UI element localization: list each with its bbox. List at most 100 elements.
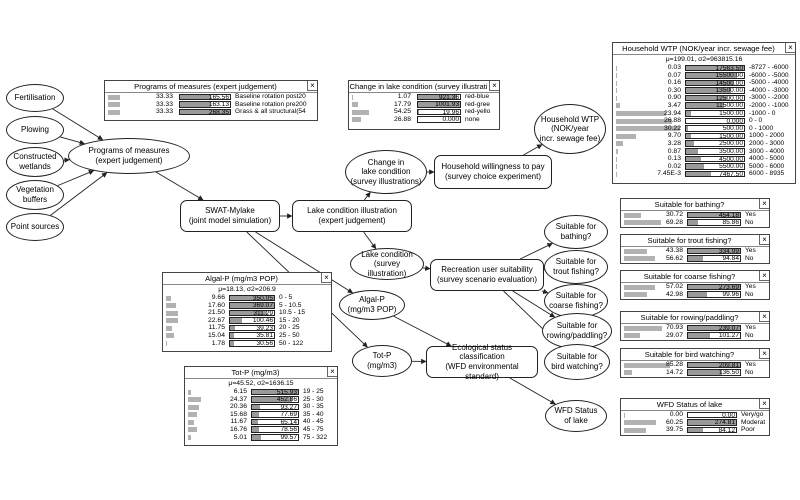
node-lake-condition[interactable]: Lake condition (survey illustration) — [350, 248, 424, 280]
node-ecological-status-classification[interactable]: Ecological status classification (WFD en… — [426, 343, 538, 381]
node-recreation-user-suitability[interactable]: Recreation user suitability (survey scen… — [430, 259, 544, 291]
value-text: 7467.50 — [719, 170, 743, 178]
value-fill — [688, 427, 703, 433]
close-icon[interactable]: × — [327, 367, 337, 377]
edge-lake_cond-to-recreation — [422, 265, 431, 271]
monitor-change-in-lake-condition[interactable]: Change in lake condition (survey illustr… — [348, 80, 500, 130]
value-cell: 500.00 — [685, 125, 745, 132]
monitor-programs-of-measures[interactable]: Programs of measures (expert judgement)×… — [104, 80, 318, 121]
node-suitable-bird-watching[interactable]: Suitable for bird watching? — [544, 344, 610, 380]
value-fill — [688, 292, 708, 297]
value-cell: 17563.50 — [685, 64, 745, 72]
value-cell: 65.14 — [251, 418, 299, 426]
close-icon[interactable]: × — [759, 199, 769, 209]
probability-bar — [352, 94, 353, 100]
value-cell: 350.05 — [229, 294, 275, 302]
value-text: 94.84 — [722, 255, 739, 262]
state-label: 25 - 50 — [279, 331, 300, 339]
probability-bar — [352, 109, 370, 115]
probability-value: 0.13 — [667, 155, 681, 163]
close-icon[interactable]: × — [785, 43, 795, 53]
value-fill — [686, 149, 698, 154]
value-text: 273.69 — [718, 283, 739, 291]
node-household-wtp[interactable]: Household WTP (NOK/year incr. sewage fee… — [534, 104, 606, 154]
node-fertilisation[interactable]: Fertilisation — [6, 84, 64, 112]
node-tot-p[interactable]: Tot-P (mg/m3) — [352, 345, 412, 377]
value-fill — [688, 370, 722, 375]
value-fill — [688, 256, 703, 261]
value-text: 452.86 — [276, 396, 297, 403]
close-icon[interactable]: × — [759, 271, 769, 281]
node-change-in-lake-condition[interactable]: Change in lake condition (survey illustr… — [345, 150, 427, 194]
close-icon[interactable]: × — [759, 349, 769, 359]
value-cell: 3500.00 — [685, 148, 745, 155]
node-label: Suitable for trout fishing? — [553, 257, 599, 276]
node-suitable-rowing-paddling[interactable]: Suitable for rowing/paddling? — [542, 313, 612, 349]
monitor-title: Household WTP (NOK/year incr. sewage fee… — [613, 43, 795, 55]
value-text: 209.81 — [718, 361, 739, 369]
probability-bar — [624, 248, 648, 254]
value-fill — [418, 102, 460, 107]
close-icon[interactable]: × — [321, 273, 331, 283]
value-cell: 165.56 — [179, 93, 231, 101]
node-swat-mylake[interactable]: SWAT-Mylake (joint model simulation) — [180, 200, 280, 232]
probability-value: 9.70 — [667, 132, 681, 140]
value-fill — [686, 73, 738, 78]
close-icon[interactable]: × — [759, 399, 769, 409]
probability-value: 1.07 — [397, 93, 411, 100]
value-text: 334.99 — [718, 247, 739, 255]
value-fill — [230, 333, 235, 339]
close-icon[interactable]: × — [759, 312, 769, 322]
probability-bar — [352, 117, 361, 123]
state-label: Yes — [745, 283, 756, 290]
node-household-willingness[interactable]: Household willingness to pay (survey cho… — [434, 155, 552, 189]
node-vegetation-buffers[interactable]: Vegetation buffers — [6, 180, 64, 210]
probability-value: 33.33 — [155, 93, 173, 100]
probability-value: 43.38 — [665, 247, 683, 254]
node-suitable-trout-fishing[interactable]: Suitable for trout fishing? — [544, 250, 608, 284]
probability-value: 20.36 — [229, 403, 247, 411]
node-lake-condition-illustration[interactable]: Lake condition illustration (expert judg… — [292, 200, 412, 232]
value-text: 39.23 — [256, 324, 273, 332]
node-wfd-status[interactable]: WFD Status of lake — [545, 400, 607, 432]
node-plowing[interactable]: Plowing — [6, 116, 64, 144]
value-fill — [688, 284, 740, 290]
close-icon[interactable]: × — [759, 235, 769, 245]
state-label: red-yello — [465, 108, 491, 116]
value-cell: 268.35 — [179, 108, 231, 116]
value-text: 1500.00 — [719, 132, 743, 140]
state-label: Yes — [745, 361, 756, 368]
probability-value: 11.67 — [230, 418, 247, 426]
value-fill — [180, 94, 211, 100]
node-suitable-bathing[interactable]: Suitable for bathing? — [544, 215, 608, 249]
value-cell: 35.81 — [229, 332, 275, 340]
node-algal-p[interactable]: Algal-P (mg/m3 POP) — [339, 290, 405, 320]
value-fill — [180, 102, 211, 107]
node-programs-of-measures[interactable]: Programs of measures (expert judgement) — [68, 138, 190, 174]
probability-bar — [616, 111, 666, 117]
close-icon[interactable]: × — [489, 81, 499, 91]
close-icon[interactable]: × — [307, 81, 317, 91]
node-constructed-wetlands[interactable]: Constructed wetlands — [6, 147, 64, 177]
probability-value: 33.33 — [155, 100, 173, 108]
value-cell: 101.27 — [687, 332, 741, 339]
node-point-sources[interactable]: Point sources — [6, 213, 64, 241]
monitor-household-wtp[interactable]: Household WTP (NOK/year incr. sewage fee… — [612, 42, 796, 184]
state-label: Baseline rotation pre200 — [235, 100, 307, 108]
